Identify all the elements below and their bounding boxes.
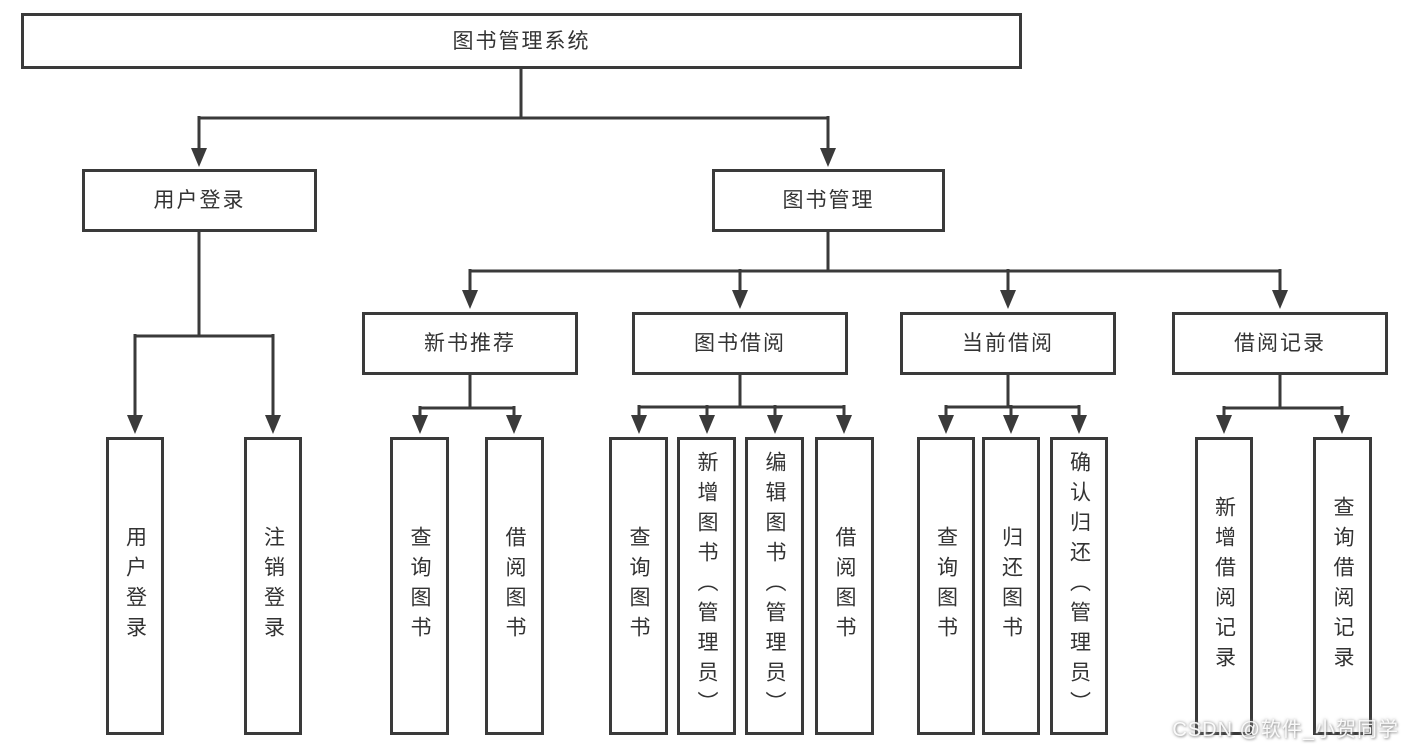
leaf-add-borrow-record: 新增借阅记录 [1195, 437, 1253, 735]
node-current-borrow: 当前借阅 [900, 312, 1116, 375]
leaf-return-book-label: 归还图书 [999, 526, 1023, 646]
leaf-recommend-query-books: 查询图书 [390, 437, 449, 735]
node-book-borrow-label: 图书借阅 [694, 332, 786, 355]
leaf-recommend-query-books-label: 查询图书 [408, 526, 431, 646]
node-book-borrow: 图书借阅 [632, 312, 848, 375]
node-borrow-records: 借阅记录 [1172, 312, 1388, 375]
leaf-query-borrow-record: 查询借阅记录 [1313, 437, 1372, 735]
node-book-management: 图书管理 [712, 169, 945, 232]
leaf-borrow-query-books-label: 查询图书 [627, 526, 650, 646]
node-root-label: 图书管理系统 [452, 29, 591, 53]
leaf-confirm-return-admin: 确认归还（管理员） [1050, 437, 1108, 735]
leaf-logout-label: 注销登录 [261, 526, 285, 646]
node-user-login: 用户登录 [82, 169, 317, 232]
leaf-add-book-admin-label: 新增图书（管理员） [695, 451, 718, 721]
leaf-current-query-books: 查询图书 [917, 437, 975, 735]
leaf-confirm-return-admin-label: 确认归还（管理员） [1067, 451, 1091, 721]
node-book-management-label: 图书管理 [782, 189, 875, 212]
leaf-logout: 注销登录 [244, 437, 302, 735]
watermark: CSDN @软件_小贺同学 [1172, 719, 1399, 741]
leaf-user-login: 用户登录 [106, 437, 164, 735]
node-user-login-label: 用户登录 [153, 189, 246, 212]
node-new-book-recommend: 新书推荐 [362, 312, 578, 375]
leaf-add-borrow-record-label: 新增借阅记录 [1212, 496, 1236, 676]
node-root: 图书管理系统 [21, 13, 1022, 69]
leaf-return-book: 归还图书 [982, 437, 1040, 735]
node-new-book-recommend-label: 新书推荐 [424, 332, 516, 355]
leaf-borrow-borrow-books: 借阅图书 [815, 437, 874, 735]
leaf-query-borrow-record-label: 查询借阅记录 [1331, 496, 1354, 676]
node-current-borrow-label: 当前借阅 [962, 332, 1054, 355]
leaf-edit-book-admin: 编辑图书（管理员） [745, 437, 804, 735]
leaf-user-login-label: 用户登录 [123, 526, 147, 646]
leaf-recommend-borrow-books-label: 借阅图书 [503, 526, 526, 646]
leaf-edit-book-admin-label: 编辑图书（管理员） [763, 451, 786, 721]
leaf-borrow-query-books: 查询图书 [609, 437, 668, 735]
leaf-current-query-books-label: 查询图书 [934, 526, 958, 646]
leaf-add-book-admin: 新增图书（管理员） [677, 437, 736, 735]
leaf-borrow-borrow-books-label: 借阅图书 [833, 526, 856, 646]
node-borrow-records-label: 借阅记录 [1234, 332, 1326, 355]
leaf-recommend-borrow-books: 借阅图书 [485, 437, 544, 735]
